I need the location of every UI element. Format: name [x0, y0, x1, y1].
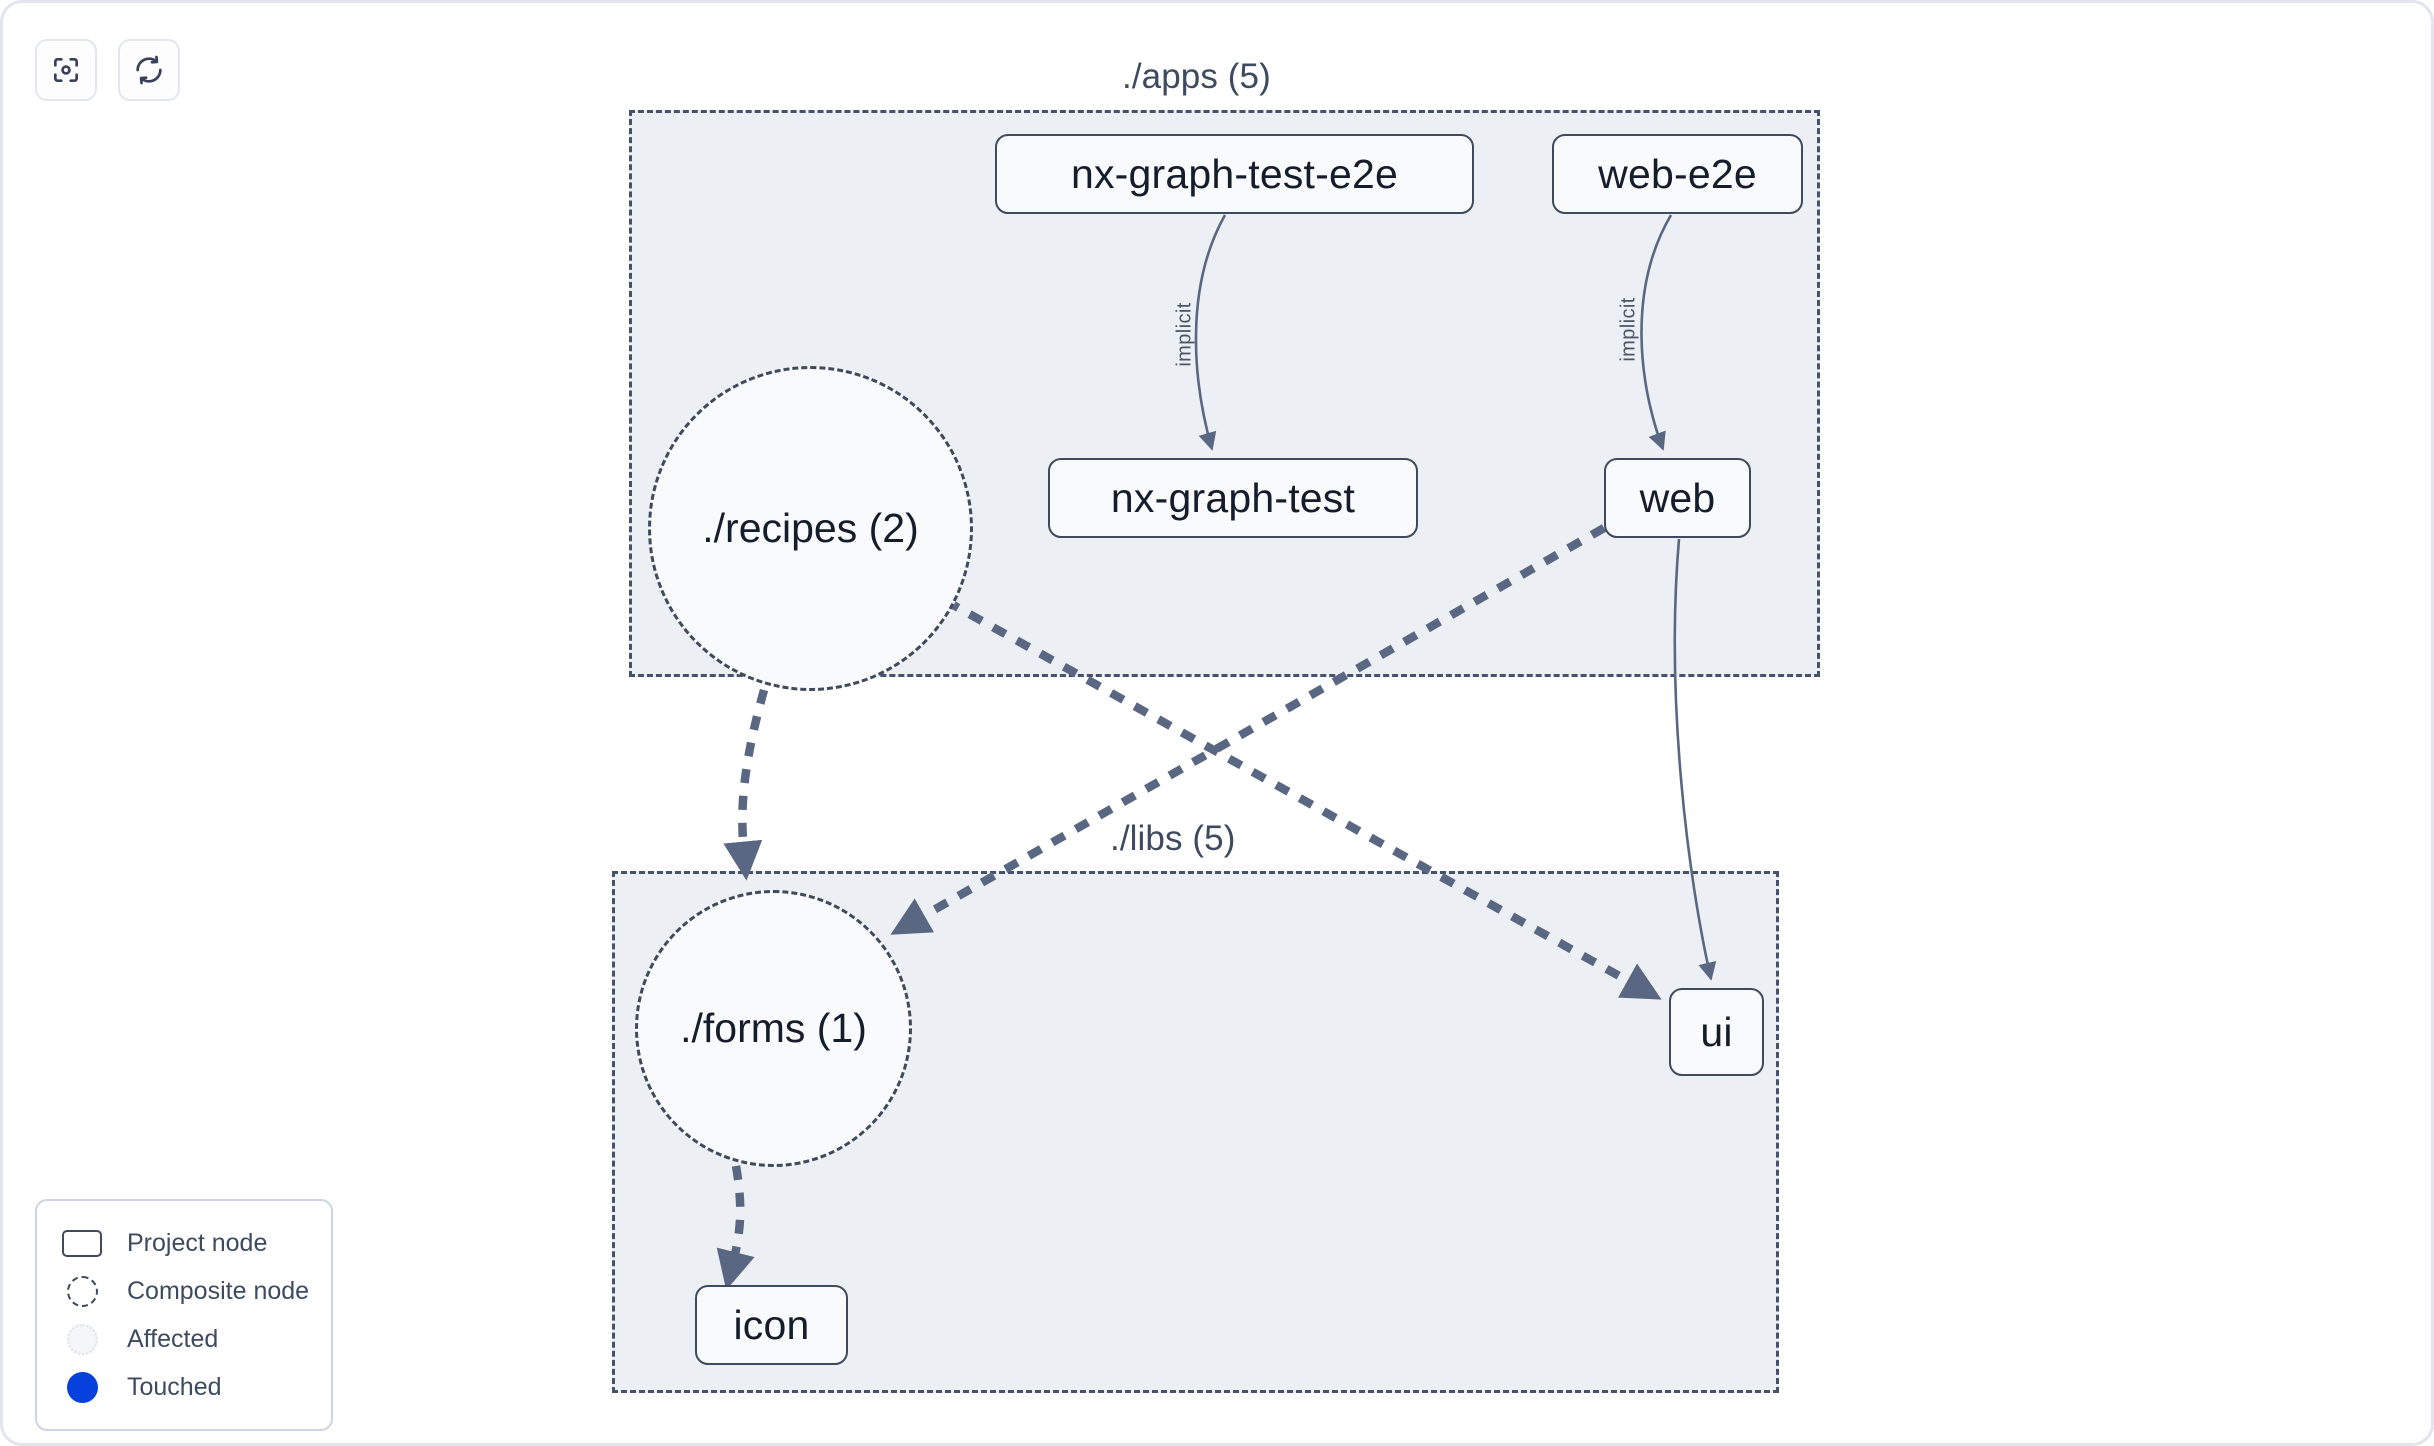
legend-label: Composite node — [127, 1276, 310, 1305]
node-label: ./forms (1) — [680, 1005, 867, 1051]
node-label: ./recipes (2) — [702, 505, 919, 551]
node-label: web — [1639, 474, 1716, 521]
legend-item-affected: Affected — [59, 1315, 311, 1363]
graph-legend: Project node Composite node Affected Tou… — [35, 1199, 333, 1431]
legend-item-composite-node: Composite node — [59, 1267, 311, 1315]
legend-item-project-node: Project node — [59, 1219, 311, 1267]
touched-swatch — [59, 1371, 105, 1403]
composite-node-swatch — [59, 1275, 105, 1307]
legend-label: Touched — [127, 1372, 222, 1401]
legend-item-touched: Touched — [59, 1363, 311, 1411]
legend-label: Affected — [127, 1324, 219, 1353]
node-label: ui — [1700, 1008, 1733, 1055]
node-nx-graph-test[interactable]: nx-graph-test — [1048, 458, 1418, 538]
group-label-libs: ./libs (5) — [1098, 820, 1248, 858]
edge-label-implicit-2: implicit — [1617, 297, 1640, 362]
edge-recipes-to-forms — [723, 688, 769, 881]
refresh-graph-button[interactable] — [118, 39, 180, 101]
node-web[interactable]: web — [1604, 458, 1751, 538]
graph-canvas[interactable]: ./apps (5) ./libs (5) — [3, 3, 2431, 1443]
affected-swatch — [59, 1323, 105, 1355]
node-forms-composite[interactable]: ./forms (1) — [635, 890, 912, 1167]
node-nx-graph-test-e2e[interactable]: nx-graph-test-e2e — [995, 134, 1474, 214]
legend-label: Project node — [127, 1228, 268, 1257]
group-label-apps: ./apps (5) — [1110, 58, 1283, 96]
node-icon[interactable]: icon — [695, 1285, 848, 1365]
node-label: icon — [733, 1301, 810, 1348]
focus-target-icon — [50, 54, 82, 86]
node-label: nx-graph-test-e2e — [1070, 150, 1399, 197]
node-ui[interactable]: ui — [1669, 988, 1764, 1076]
focus-graph-button[interactable] — [35, 39, 97, 101]
graph-toolbar — [35, 39, 180, 101]
node-label: nx-graph-test — [1110, 474, 1356, 521]
node-label: web-e2e — [1598, 150, 1757, 197]
node-web-e2e[interactable]: web-e2e — [1552, 134, 1803, 214]
project-node-swatch — [59, 1229, 105, 1257]
refresh-icon — [133, 54, 165, 86]
node-recipes-composite[interactable]: ./recipes (2) — [648, 366, 973, 691]
edge-label-implicit-1: implicit — [1173, 302, 1196, 367]
